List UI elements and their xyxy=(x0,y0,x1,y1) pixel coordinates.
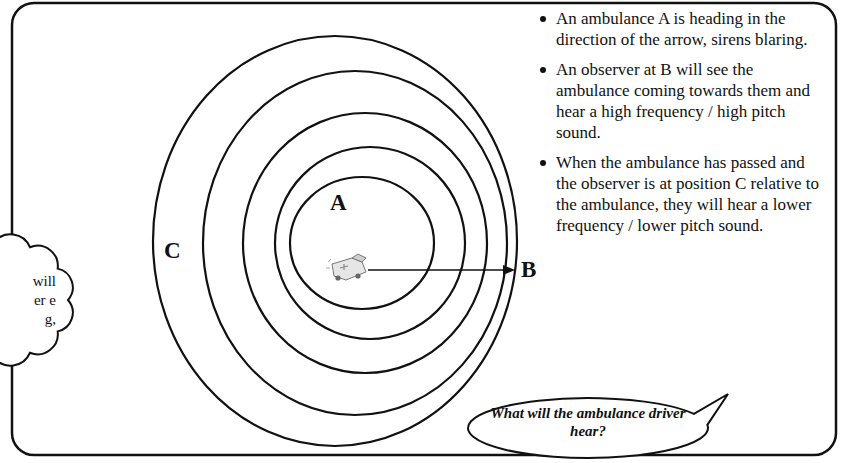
bullet-dot xyxy=(540,160,546,166)
source-label: A xyxy=(330,190,347,216)
bullet-item: When the ambulance has passed and the ob… xyxy=(538,152,828,236)
bullet-note: An observer at B will see the ambulance … xyxy=(556,59,828,143)
cloud-path xyxy=(0,234,73,365)
bullet-dot xyxy=(540,67,546,73)
wavefronts xyxy=(153,36,517,446)
cloud-text: will er e g, xyxy=(22,272,56,329)
ambulance-icon xyxy=(326,254,366,281)
wavefront xyxy=(203,71,507,415)
direction-arrow xyxy=(368,265,515,275)
wavefront xyxy=(243,113,487,373)
observer-label: C xyxy=(164,238,181,264)
bullet-item: An observer at B will see the ambulance … xyxy=(538,59,828,143)
wavefront xyxy=(275,147,465,339)
bullet-note: An ambulance A is heading in the directi… xyxy=(556,8,828,50)
speech-bubble: What will the ambulance driver hear? xyxy=(468,398,708,458)
wavefront xyxy=(153,36,517,446)
frame xyxy=(12,3,836,455)
notes-column: An ambulance A is heading in the directi… xyxy=(538,8,828,245)
observer-label: B xyxy=(521,257,536,283)
bubble-text: What will the ambulance driver hear? xyxy=(468,394,708,446)
bullet-item: An ambulance A is heading in the directi… xyxy=(538,8,828,50)
wavefront xyxy=(290,177,434,309)
thought-cloud: will er e g, xyxy=(0,232,78,368)
bullet-dot xyxy=(540,16,546,22)
bubble-path xyxy=(468,394,728,458)
bullet-note: When the ambulance has passed and the ob… xyxy=(556,152,828,236)
